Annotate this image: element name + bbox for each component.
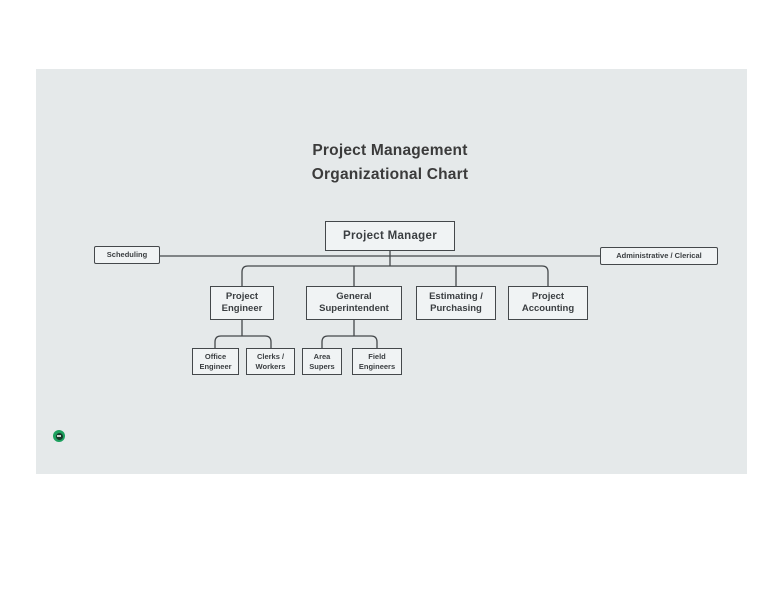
connector-lines xyxy=(160,251,600,348)
zoom-out-button[interactable] xyxy=(53,430,65,442)
chart-title-line2: Organizational Chart xyxy=(311,166,469,183)
node-estimating-purchasing[interactable]: Estimating / Purchasing xyxy=(416,286,496,320)
chart-title: Project Management Organizational Chart xyxy=(36,139,744,187)
diagram-canvas: Project Management Organizational Chart xyxy=(36,69,747,474)
node-administrative-clerical[interactable]: Administrative / Clerical xyxy=(600,247,718,265)
node-project-manager[interactable]: Project Manager xyxy=(325,221,455,251)
node-scheduling[interactable]: Scheduling xyxy=(94,246,160,264)
node-general-superintendent[interactable]: General Superintendent xyxy=(306,286,402,320)
node-area-supers[interactable]: Area Supers xyxy=(302,348,342,375)
general-superintendent-children-bus xyxy=(321,335,378,348)
level2-bus-connector xyxy=(241,265,549,286)
minus-dash xyxy=(57,435,61,437)
node-clerks-workers[interactable]: Clerks / Workers xyxy=(246,348,295,375)
node-project-accounting[interactable]: Project Accounting xyxy=(508,286,588,320)
node-office-engineer[interactable]: Office Engineer xyxy=(192,348,239,375)
minus-circle-icon xyxy=(55,432,63,440)
chart-title-line1: Project Management xyxy=(312,142,468,159)
node-project-engineer[interactable]: Project Engineer xyxy=(210,286,274,320)
node-field-engineers[interactable]: Field Engineers xyxy=(352,348,402,375)
project-engineer-children-bus xyxy=(214,335,272,348)
